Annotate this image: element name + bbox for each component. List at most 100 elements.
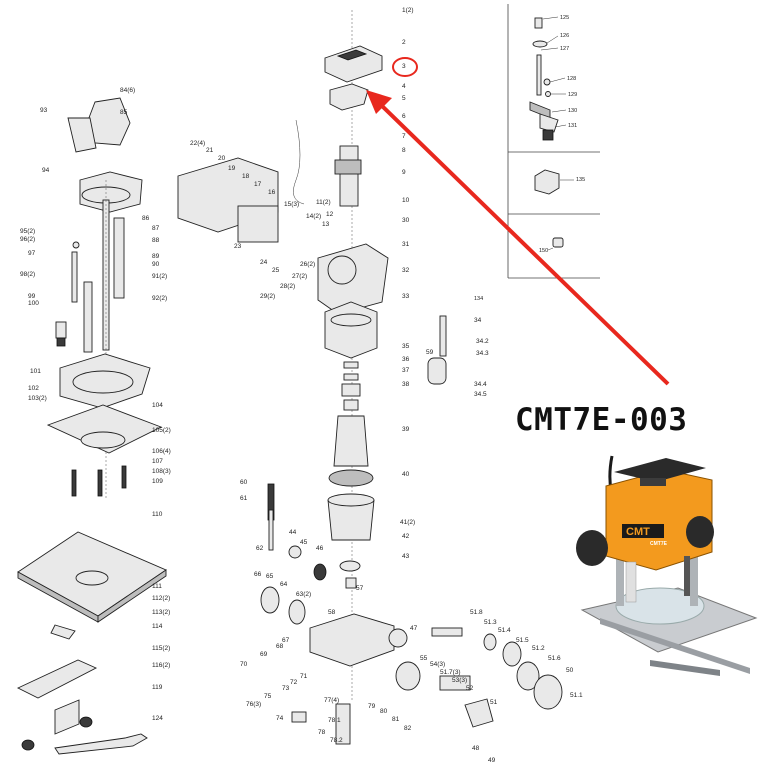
- callout: 6: [402, 113, 406, 120]
- callout: 9: [402, 169, 406, 176]
- callout: 18: [242, 173, 250, 180]
- callout: 78.2: [330, 737, 343, 744]
- callout: 86: [142, 215, 150, 222]
- callout: 48: [472, 745, 480, 752]
- callout: 71: [300, 673, 308, 680]
- part-group-134: [534, 169, 574, 195]
- callout: 95(2): [20, 228, 35, 235]
- callout: 5: [402, 95, 406, 102]
- callout: 8: [402, 147, 406, 154]
- callout: 72: [290, 679, 298, 686]
- callout: 97: [28, 250, 36, 257]
- callout: 79: [368, 703, 376, 710]
- router-right-handle: [686, 516, 714, 548]
- callout: 19: [228, 165, 236, 172]
- callout: 76(3): [246, 701, 261, 708]
- callout: 38: [402, 381, 410, 388]
- callout: 150: [539, 248, 548, 254]
- callout: 74: [276, 715, 284, 722]
- callout: 68: [276, 643, 284, 650]
- callout: 81: [392, 716, 400, 723]
- callout: 62: [256, 545, 264, 552]
- callout: 1(2): [402, 7, 414, 14]
- callout: 23: [234, 243, 242, 250]
- callout: 54(3): [430, 661, 445, 668]
- router-photo: CMT CMT7E: [576, 455, 758, 676]
- callout: 51.1: [570, 692, 583, 699]
- callout: 20: [218, 155, 226, 162]
- callout: 34.5: [474, 391, 487, 398]
- callout: 115(2): [152, 645, 170, 652]
- callout: 113(2): [152, 609, 170, 616]
- callout: 78: [318, 729, 326, 736]
- callout: 52: [466, 685, 474, 692]
- callout: 114: [152, 623, 163, 630]
- callout: 35: [402, 343, 410, 350]
- callout: 102: [28, 385, 39, 392]
- callout: 30: [402, 217, 410, 224]
- callout: 73: [282, 685, 290, 692]
- callout: 58: [328, 609, 336, 616]
- callout: 103(2): [28, 395, 47, 402]
- router-brand: CMT: [626, 526, 650, 538]
- callout: 64: [280, 581, 288, 588]
- callout: 4: [402, 83, 406, 90]
- callout: 59: [426, 349, 434, 356]
- callout: 107: [152, 458, 163, 465]
- callout: 63(2): [296, 591, 311, 598]
- callout: 55: [420, 655, 428, 662]
- callout: 45: [300, 539, 308, 546]
- callout: 51.2: [532, 645, 545, 652]
- callout: 130: [568, 108, 577, 114]
- callout: 29(2): [260, 293, 275, 300]
- callout: 51: [490, 699, 498, 706]
- callout: 119: [152, 684, 163, 691]
- callout: 41(2): [400, 519, 415, 526]
- callout: 13: [322, 221, 330, 228]
- callout: 25: [272, 267, 280, 274]
- callout: 94: [42, 167, 50, 174]
- callout: 110: [152, 511, 163, 518]
- callout: 66: [254, 571, 262, 578]
- callout: 88: [152, 237, 160, 244]
- callout: 17: [254, 181, 262, 188]
- callout: 134: [474, 296, 483, 302]
- callout-labels: 1(2) 2 3 4 5 6 7 8 9 10 11(2) 12 13 14(2…: [20, 7, 585, 764]
- callout: 101: [30, 368, 41, 375]
- callout: 98(2): [20, 271, 35, 278]
- motor-assembly: [177, 10, 563, 745]
- callout: 65: [266, 573, 274, 580]
- part-group-135: [547, 237, 564, 251]
- callout: 80: [380, 708, 388, 715]
- callout: 109: [152, 478, 163, 485]
- callout: 49: [488, 757, 496, 764]
- callout: 34.2: [476, 338, 489, 345]
- callout: 84(6): [120, 87, 135, 94]
- part-group-124-130: [529, 16, 567, 141]
- callout: 105(2): [152, 427, 171, 434]
- callout: 125: [560, 15, 569, 21]
- callout: 77(4): [324, 697, 339, 704]
- callout: 135: [576, 177, 585, 183]
- callout: 50: [566, 667, 574, 674]
- side-parts-frame: [507, 4, 600, 279]
- callout: 82: [404, 725, 412, 732]
- callout: 112(2): [152, 595, 170, 602]
- product-code: CMT7E-003: [515, 402, 687, 438]
- callout: 53(3): [452, 677, 467, 684]
- callout: 12: [326, 211, 334, 218]
- callout: 51.7(3): [440, 669, 461, 676]
- callout: 61: [240, 495, 248, 502]
- callout: 10: [402, 197, 410, 204]
- callout: 67: [282, 637, 290, 644]
- highlight-circle: [392, 57, 418, 77]
- callout: 92(2): [152, 295, 167, 302]
- callout: 44: [289, 529, 297, 536]
- callout: 34.4: [474, 381, 487, 388]
- highlight-marker: [366, 57, 670, 386]
- callout: 33: [402, 293, 410, 300]
- callout: 116(2): [152, 662, 170, 669]
- callout: 51.4: [498, 627, 511, 634]
- callout: 34: [474, 317, 482, 324]
- callout: 37: [402, 367, 410, 374]
